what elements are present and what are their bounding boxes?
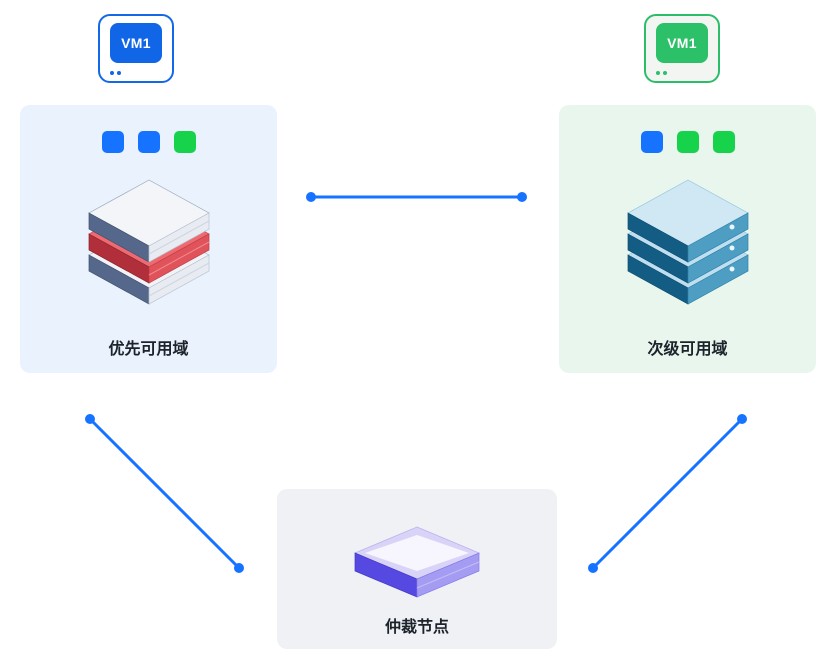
zone-panel-primary: 优先可用域	[20, 105, 277, 373]
indicator-squares	[101, 131, 196, 153]
vm-badge-secondary: VM1	[644, 14, 720, 83]
status-square	[712, 131, 735, 153]
dot-icon	[110, 71, 114, 75]
vm-badge-primary: VM1	[98, 14, 174, 83]
vm-indicator-dots	[110, 71, 121, 75]
arbiter-node-icon	[353, 526, 481, 598]
status-square	[137, 131, 160, 153]
zone-panel-arbiter: 仲裁节点	[277, 489, 557, 649]
dot-icon	[117, 71, 121, 75]
server-stack-red-layer-icon	[87, 179, 210, 305]
server-slab-top	[626, 179, 749, 263]
status-square	[640, 131, 663, 153]
status-square	[101, 131, 124, 153]
connection-primary-to-arbiter	[85, 414, 244, 573]
connection-primary-to-secondary	[306, 192, 527, 202]
dot-icon	[656, 71, 660, 75]
zone-label: 优先可用域	[108, 341, 189, 358]
zone-label: 次级可用域	[647, 341, 728, 358]
vm-chip: VM1	[110, 23, 162, 63]
vm-chip: VM1	[656, 23, 708, 63]
zone-panel-secondary: 次级可用域	[559, 105, 816, 373]
vm-indicator-dots	[656, 71, 667, 75]
zone-label: 仲裁节点	[384, 619, 449, 636]
dot-icon	[663, 71, 667, 75]
flat-node	[353, 526, 481, 598]
status-square	[173, 131, 196, 153]
connection-secondary-to-arbiter	[588, 414, 747, 573]
status-square	[676, 131, 699, 153]
indicator-squares	[640, 131, 735, 153]
server-slab-top	[87, 179, 210, 263]
server-stack-teal-icon	[626, 179, 749, 305]
